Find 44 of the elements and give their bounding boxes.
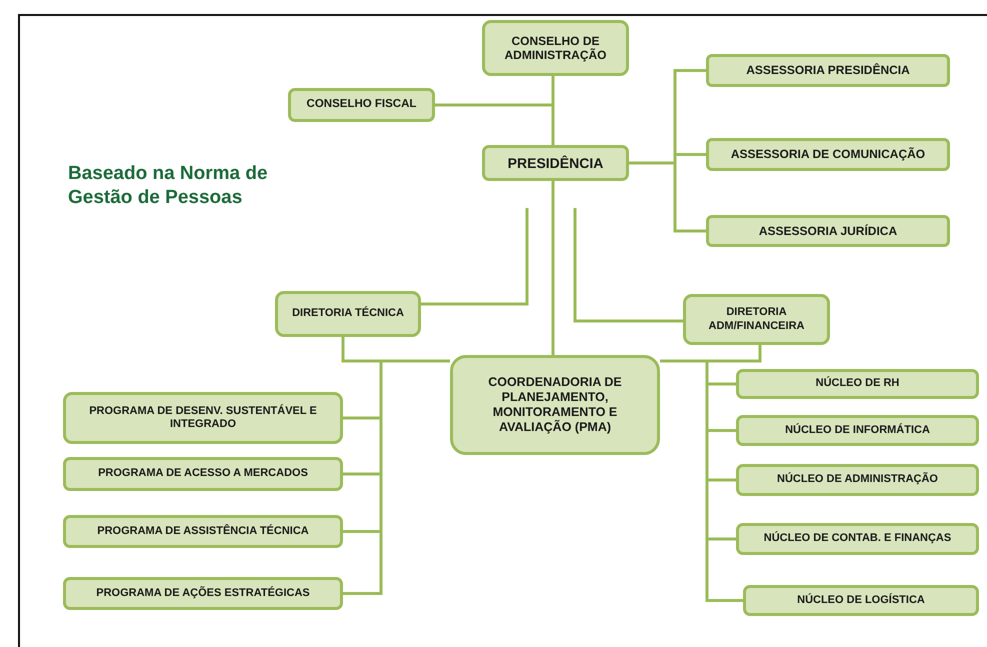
org-unit-box bbox=[706, 215, 950, 247]
unit-name: ASSESSORIA PRESIDÊNCIA bbox=[746, 63, 910, 78]
org-unit-box bbox=[63, 392, 343, 444]
unit-name: PROGRAMA DE ASSISTÊNCIA TÉCNICA bbox=[97, 524, 309, 538]
org-unit-box bbox=[450, 355, 660, 455]
org-unit-box bbox=[736, 415, 979, 446]
connector-line bbox=[574, 208, 683, 322]
org-unit-box bbox=[706, 54, 950, 87]
unit-name: NÚCLEO DE LOGÍSTICA bbox=[797, 594, 925, 608]
unit-name: NÚCLEO DE CONTAB. E FINANÇAS bbox=[764, 532, 952, 546]
unit-name: DIRETORIA ADM/FINANCEIRA bbox=[708, 306, 806, 333]
connector-line bbox=[552, 181, 554, 355]
org-unit-box bbox=[743, 585, 979, 616]
org-unit-box bbox=[63, 515, 343, 548]
org-unit-box bbox=[63, 457, 343, 491]
unit-name: ASSESSORIA JURÍDICA bbox=[758, 224, 898, 238]
org-unit-box bbox=[288, 88, 435, 122]
org-unit-box bbox=[736, 369, 979, 399]
unit-name: NÚCLEO DE ADMINISTRAÇÃO bbox=[777, 473, 938, 487]
connector-line bbox=[629, 162, 706, 232]
unit-name: PROGRAMA DE AÇÕES ESTRATÉGICAS bbox=[96, 586, 310, 600]
unit-name: PROGRAMA DE ACESSO A MERCADOS bbox=[98, 467, 308, 481]
unit-name: CONSELHO DE ADMINISTRAÇÃO bbox=[504, 34, 608, 62]
connector-line bbox=[706, 345, 762, 602]
unit-name: PRESIDÊNCIA bbox=[508, 154, 604, 172]
unit-name: DIRETORIA TÉCNICA bbox=[292, 307, 404, 321]
unit-name: ASSESSORIA DE COMUNICAÇÃO bbox=[730, 147, 926, 162]
org-unit-box bbox=[275, 291, 421, 337]
unit-name: PROGRAMA DE DESENV. SUSTENTÁVEL E INTEGRADO bbox=[88, 404, 318, 432]
connector-line bbox=[435, 76, 554, 106]
org-unit-box bbox=[482, 20, 629, 76]
connector-line bbox=[421, 208, 528, 306]
org-unit-box bbox=[736, 523, 979, 555]
org-unit-box bbox=[736, 464, 979, 496]
unit-name: CONSELHO FISCAL bbox=[306, 98, 416, 112]
unit-name: NÚCLEO DE INFORMÁTICA bbox=[785, 424, 930, 438]
unit-name: COORDENADORIA DE PLANEJAMENTO, MONITORAMENTO E AVALIAÇÃO (PMA) bbox=[487, 375, 623, 435]
org-unit-box bbox=[683, 294, 830, 345]
org-unit-box bbox=[706, 138, 950, 171]
note-text: Baseado na Norma de Gestão de Pessoas bbox=[68, 162, 269, 210]
connector-line bbox=[342, 337, 382, 595]
org-unit-box bbox=[63, 577, 343, 610]
unit-name: NÚCLEO DE RH bbox=[816, 377, 900, 391]
org-unit-box bbox=[482, 145, 629, 181]
